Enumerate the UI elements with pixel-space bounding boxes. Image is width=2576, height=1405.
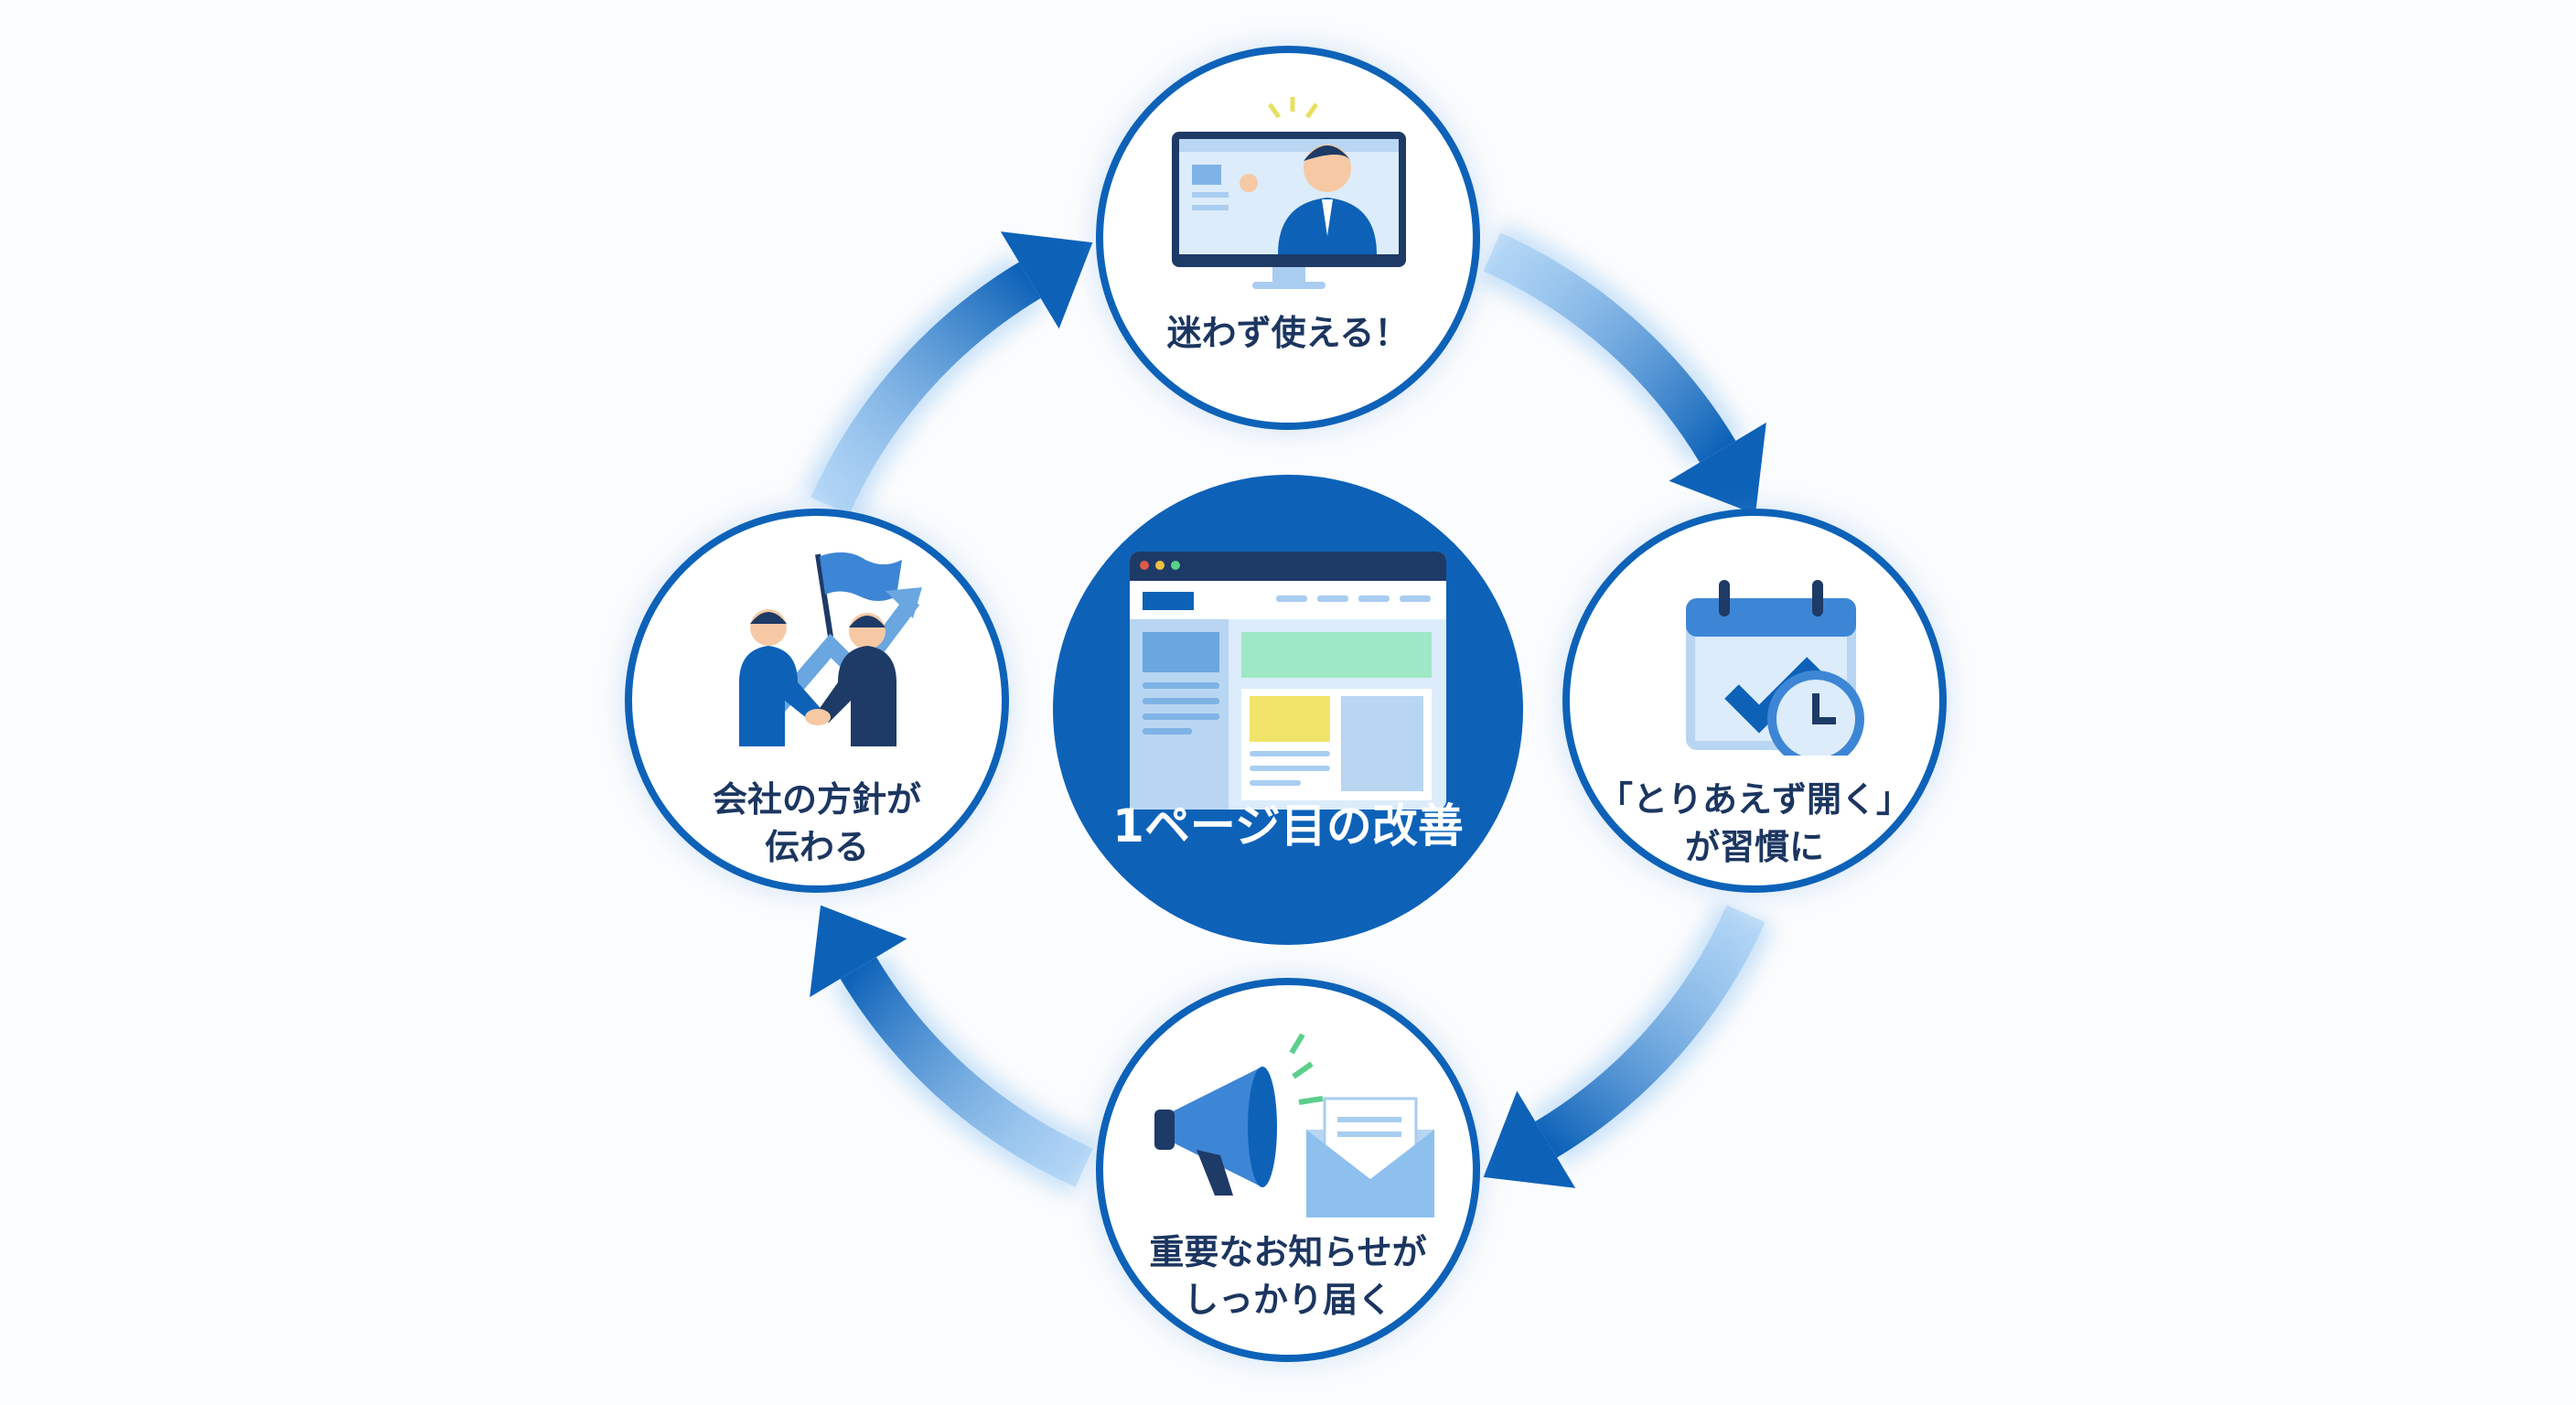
step-label-line2: 伝わる	[764, 827, 869, 867]
arrow-left-to-top	[800, 231, 1093, 520]
arrowhead	[810, 905, 907, 998]
arrow-bottom-to-left	[810, 905, 1098, 1197]
step-label-line2: しっかり届く	[1183, 1280, 1392, 1320]
megaphone-mail-icon	[1154, 1033, 1434, 1217]
presenter-monitor-icon	[1172, 97, 1406, 289]
arrowhead	[1669, 422, 1766, 515]
arrowhead	[1000, 231, 1093, 329]
browser-window-icon	[1130, 552, 1446, 810]
arrowhead	[1483, 1090, 1576, 1188]
center-label: 1ページ目の改善	[1112, 799, 1464, 853]
calendar-check-clock-icon	[1686, 580, 1864, 756]
step-label: 迷わず使える！	[1166, 313, 1410, 353]
arrow-top-to-right	[1478, 222, 1766, 515]
step-notices-delivered: 重要なお知らせが しっかり届く	[1096, 978, 1480, 1362]
step-label-line1: 重要なお知らせが	[1149, 1232, 1427, 1272]
step-label-line1: 「とりあえず開く」	[1597, 779, 1911, 820]
step-policy-conveyed: 会社の方針が 伝わる	[625, 509, 1009, 893]
handshake-flag-growth-icon	[739, 552, 922, 746]
step-easy-to-use: 迷わず使える！	[1096, 46, 1480, 430]
center-hub: 1ページ目の改善	[1053, 475, 1523, 945]
step-label-line1: 会社の方針が	[712, 779, 921, 820]
step-label-line2: が習慣に	[1684, 827, 1824, 867]
step-open-habit: 「とりあえず開く」 が習慣に	[1562, 509, 1947, 893]
arrow-right-to-bottom	[1483, 900, 1776, 1188]
